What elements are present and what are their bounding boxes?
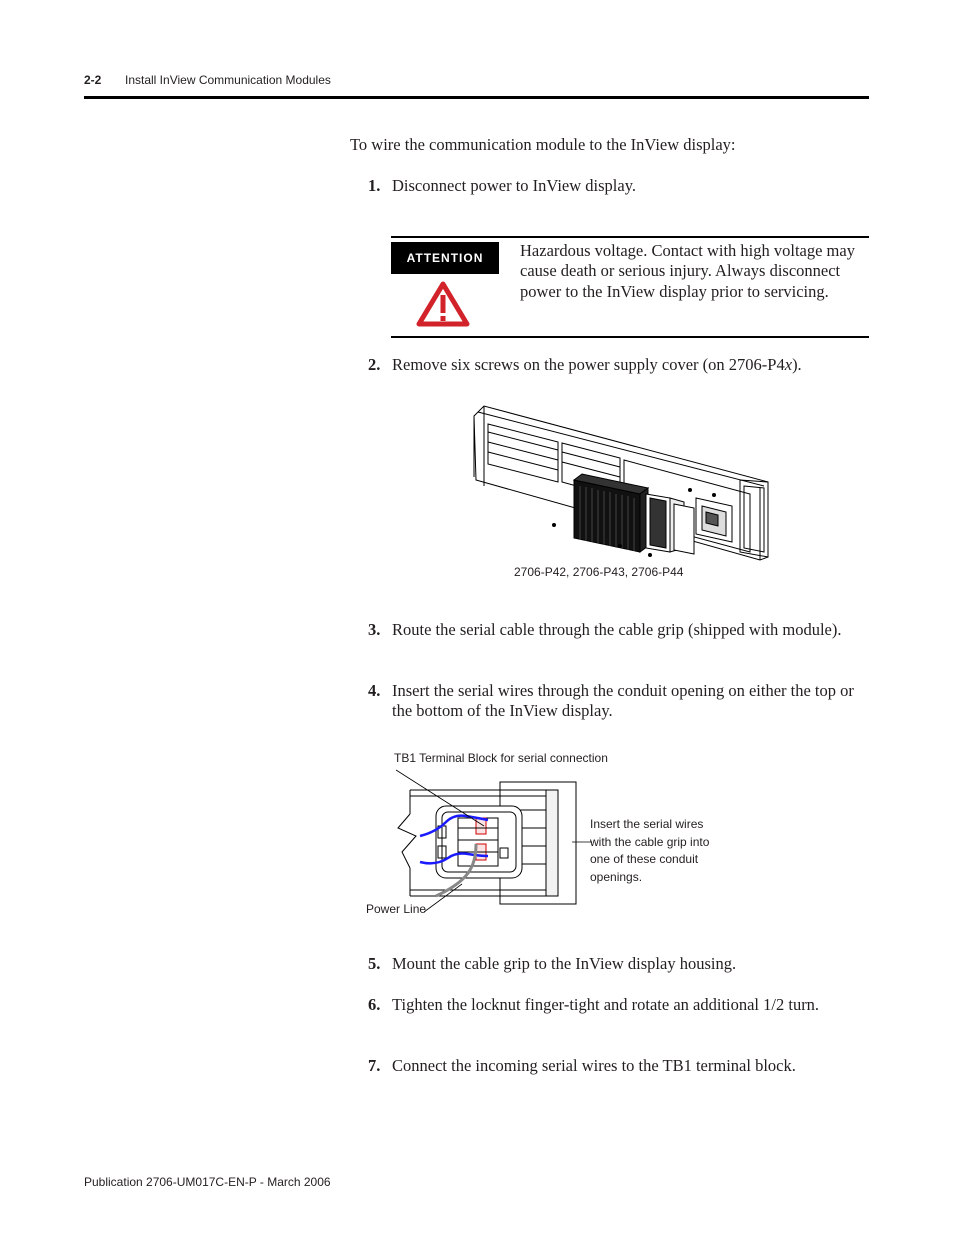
inview-display-figure: [473, 405, 769, 561]
step-number: 1.: [368, 176, 381, 195]
step-text: Connect the incoming serial wires to the…: [392, 1056, 796, 1075]
intro-text: To wire the communication module to the …: [350, 135, 736, 154]
step-text: Remove six screws on the power supply co…: [392, 355, 802, 374]
tb1-label: TB1 Terminal Block for serial connection: [394, 751, 608, 765]
step-number: 3.: [368, 620, 381, 639]
step-number: 4.: [368, 681, 381, 700]
step-text: Disconnect power to InView display.: [392, 176, 637, 195]
serial-wires: [419, 814, 489, 865]
step-number: 2.: [368, 355, 381, 374]
step-number: 5.: [368, 954, 381, 973]
warning-triangle-icon: [416, 281, 470, 327]
header-rule: [84, 96, 869, 99]
terminal-block-figure: [396, 769, 592, 913]
publication-footer: Publication 2706-UM017C-EN-P - March 200…: [84, 1175, 331, 1189]
step-text: Mount the cable grip to the InView displ…: [392, 954, 737, 973]
step-text: Route the serial cable through the cable…: [392, 620, 842, 639]
power-line-label: Power Line: [366, 902, 427, 916]
power-line: [435, 843, 478, 898]
step-text: Insert the serial wires through the cond…: [392, 681, 854, 720]
attention-text: Hazardous voltage. Contact with high vol…: [520, 241, 855, 301]
step-number: 6.: [368, 995, 381, 1014]
conduit-callout: Insert the serial wires with the cable g…: [590, 817, 710, 884]
attention-box: ATTENTION Hazardous voltage. Contact wit…: [391, 236, 869, 338]
chapter-title: Install InView Communication Modules: [125, 73, 331, 87]
step-number: 7.: [368, 1056, 381, 1075]
figure1-caption: 2706-P42, 2706-P43, 2706-P44: [514, 565, 684, 579]
step-text: Tighten the locknut finger-tight and rot…: [392, 995, 820, 1014]
page-number: 2-2: [84, 73, 102, 87]
attention-label: ATTENTION: [391, 242, 499, 274]
